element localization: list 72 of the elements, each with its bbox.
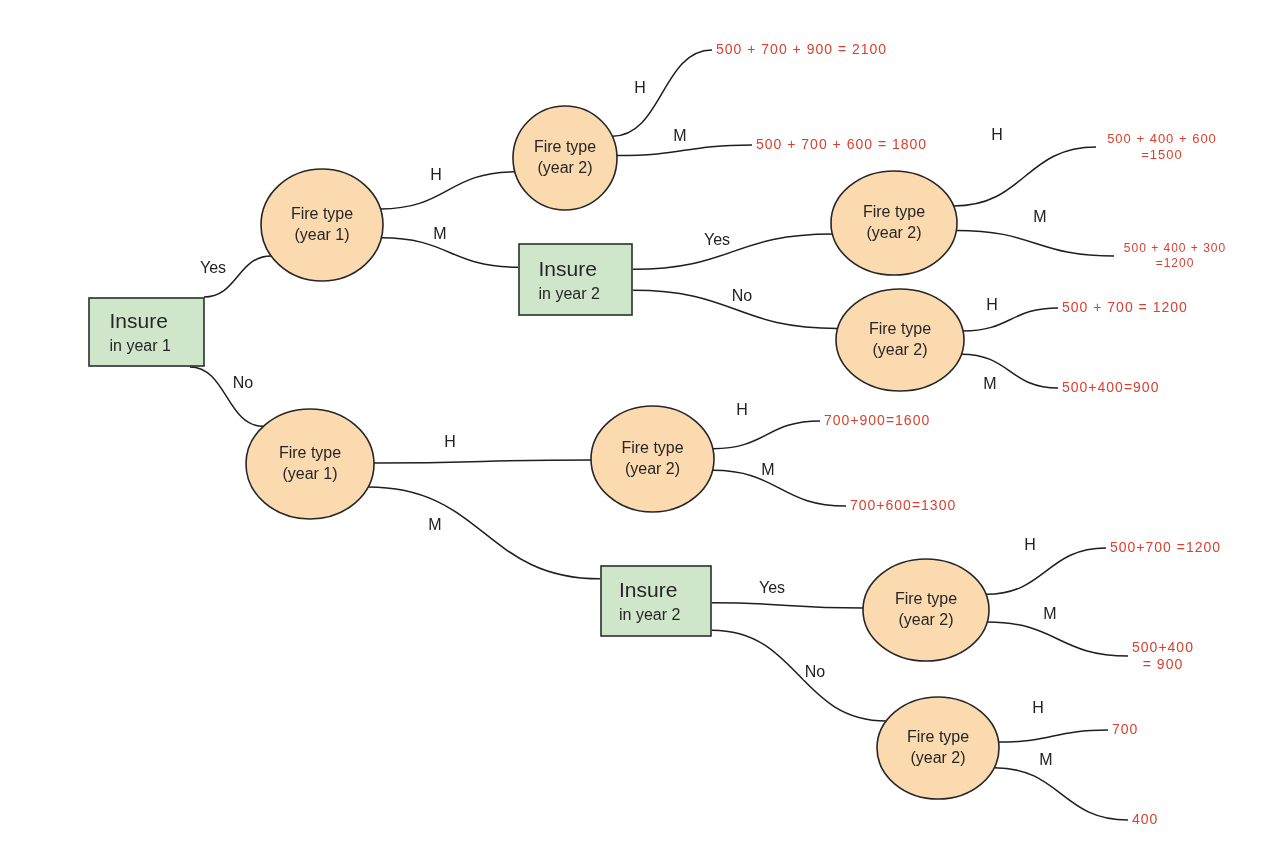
payoff-value: 500 + 700 = 1200 xyxy=(1058,299,1188,317)
branch-line xyxy=(985,547,1107,596)
edge-label: H xyxy=(443,434,457,450)
chance-node-circle xyxy=(590,405,715,513)
payoff-value: 500 + 700 + 600 = 1800 xyxy=(752,136,928,154)
chance-node-circle xyxy=(835,288,965,392)
branch-line xyxy=(962,307,1059,332)
chance-node-circle xyxy=(862,558,990,662)
edge-label: Yes xyxy=(702,232,732,248)
chance-node-circle xyxy=(830,170,958,276)
node-label: Insure in year 2 xyxy=(618,577,682,626)
payoff-value: 500 + 700 + 900 = 2100 xyxy=(712,41,888,59)
node-label: Fire type (year 2) xyxy=(620,438,685,479)
edge-label: M xyxy=(760,462,776,478)
edge-label: H xyxy=(429,167,443,183)
payoff-value: 500 + 400 + 600 =1500 xyxy=(1096,130,1224,164)
chance-node-circle xyxy=(260,168,384,282)
decision-node-box xyxy=(88,297,205,367)
branch-line xyxy=(373,459,592,464)
edge-label: No xyxy=(730,288,754,304)
decision-node-box xyxy=(600,565,712,637)
payoff-value: 500+400 = 900 xyxy=(1128,638,1194,674)
branch-line xyxy=(632,289,839,330)
branch-line xyxy=(952,146,1097,207)
decision-node-box xyxy=(518,243,633,316)
node-label: Insure in year 1 xyxy=(108,308,172,357)
payoff-value: 500+400=900 xyxy=(1058,379,1160,397)
branch-line xyxy=(611,49,713,137)
payoff-value: 500+700 =1200 xyxy=(1106,539,1222,557)
chance-node-circle xyxy=(512,105,618,211)
payoff-value: 700+600=1300 xyxy=(846,497,957,515)
branch-line xyxy=(616,144,753,157)
node-label: Fire type (year 2) xyxy=(532,137,598,178)
edge-label: M xyxy=(982,376,998,392)
node-label: Fire type (year 1) xyxy=(277,443,343,484)
branch-line xyxy=(711,629,887,722)
branch-line xyxy=(993,767,1129,821)
branch-line xyxy=(203,255,272,298)
payoff-value: 700+900=1600 xyxy=(820,412,931,430)
chance-node-circle xyxy=(876,696,1000,800)
edge-label: H xyxy=(1031,700,1045,716)
node-label: Fire type (year 2) xyxy=(893,589,959,630)
edge-label: H xyxy=(985,297,999,313)
payoff-value: 700 xyxy=(1108,721,1139,739)
branch-line xyxy=(367,486,601,580)
edge-label: M xyxy=(432,226,448,242)
node-label: Fire type (year 2) xyxy=(861,202,927,243)
chance-node-circle xyxy=(245,408,375,520)
edge-label: No xyxy=(231,375,255,391)
payoff-value: 400 xyxy=(1128,811,1159,829)
node-label: Fire type (year 1) xyxy=(289,204,355,245)
edge-label: M xyxy=(427,517,443,533)
edge-label: No xyxy=(803,664,827,680)
edge-label: M xyxy=(1042,606,1058,622)
node-label: Fire type (year 2) xyxy=(905,727,971,768)
branch-line xyxy=(960,353,1059,389)
branch-line xyxy=(711,602,864,609)
payoff-value: 500 + 400 + 300 =1200 xyxy=(1114,241,1232,271)
edge-label: Yes xyxy=(757,580,787,596)
branch-line xyxy=(632,233,834,271)
edge-label: M xyxy=(1038,752,1054,768)
edge-label: M xyxy=(672,128,688,144)
edge-label: H xyxy=(633,80,647,96)
edge-label: Yes xyxy=(198,260,228,276)
edge-label: H xyxy=(1023,537,1037,553)
node-label: Fire type (year 2) xyxy=(867,319,933,360)
edge-label: M xyxy=(1032,209,1048,225)
node-label: Insure in year 2 xyxy=(537,255,601,304)
branch-line xyxy=(380,237,519,268)
branch-line xyxy=(712,420,821,450)
edge-label: H xyxy=(990,127,1004,143)
edge-label: H xyxy=(735,402,749,418)
